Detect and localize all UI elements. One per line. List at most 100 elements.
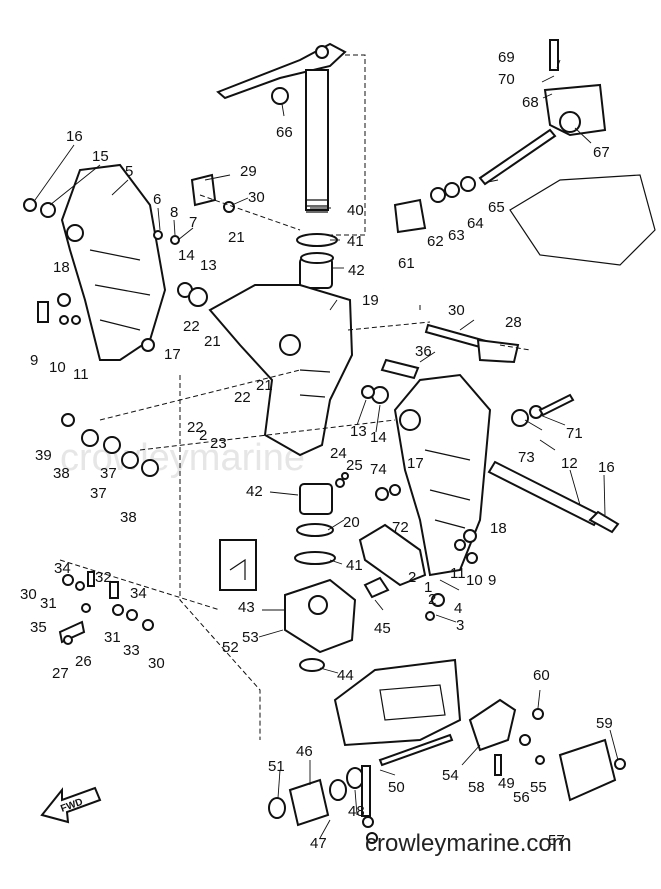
- callout: 72: [392, 519, 409, 536]
- lower-mount-plate: [333, 658, 462, 747]
- callout: 9: [488, 572, 496, 589]
- tilt-lever-parts: [58, 571, 154, 645]
- callout: 50: [388, 779, 405, 796]
- callout: 10: [466, 572, 483, 589]
- callout-labels: 1 2 3 4 5 6 7 8 9 10 11 12 13 14 15 16 1…: [20, 49, 613, 852]
- callout: 3: [456, 617, 464, 634]
- callout: 74: [370, 461, 387, 478]
- trim-rod: [424, 323, 520, 364]
- callout: 21: [256, 377, 273, 394]
- callout: 69: [498, 49, 515, 66]
- callout: 54: [442, 767, 459, 784]
- callout: 44: [337, 667, 354, 684]
- fwd-arrow: FWD: [40, 786, 102, 824]
- callout: 37: [100, 465, 117, 482]
- callout: 30: [248, 189, 265, 206]
- callout: 63: [448, 227, 465, 244]
- callout-labels-repeat: 2 13 14 16 17 18 9 10 11 21 21 22 22 2 3…: [100, 189, 615, 672]
- steering-arm-assembly: [216, 42, 347, 213]
- callout: 43: [238, 599, 255, 616]
- clamp-bracket-right: [393, 373, 492, 577]
- callout: 22: [183, 318, 200, 335]
- callout: 17: [164, 346, 181, 363]
- callout: 21: [204, 333, 221, 350]
- callout: 68: [522, 94, 539, 111]
- callout: 30: [20, 586, 37, 603]
- callout: 65: [488, 199, 505, 216]
- callout: 9: [30, 352, 38, 369]
- callout: 70: [498, 71, 515, 88]
- left-fasteners: [23, 198, 235, 352]
- callout: 15: [92, 148, 109, 165]
- callout: 16: [598, 459, 615, 476]
- swivel-bracket: [208, 284, 354, 457]
- callout: 26: [75, 653, 92, 670]
- right-fasteners: [335, 385, 575, 621]
- callout: 53: [242, 629, 259, 646]
- callout: 41: [346, 557, 363, 574]
- callout: 52: [222, 639, 239, 656]
- callout: 1: [424, 579, 432, 596]
- callout: 31: [104, 629, 121, 646]
- callout: 6: [153, 191, 161, 208]
- upper-mount-cover: [543, 39, 607, 137]
- callout: 73: [518, 449, 535, 466]
- callout: 27: [52, 665, 69, 682]
- callout: 36: [415, 343, 432, 360]
- assembly-leaders: [59, 54, 531, 740]
- callout: 18: [490, 520, 507, 537]
- callout: 7: [189, 214, 197, 231]
- callout: 67: [593, 144, 610, 161]
- callout: 8: [170, 204, 178, 221]
- callout-leaders: [34, 59, 619, 839]
- callout: 19: [362, 292, 379, 309]
- callout: 11: [73, 366, 89, 383]
- callout: 13: [350, 423, 367, 440]
- left-lower-parts: [61, 413, 159, 477]
- callout: 4: [454, 600, 462, 617]
- callout: 49: [498, 775, 515, 792]
- callout: 40: [347, 202, 364, 219]
- callout: 59: [596, 715, 613, 732]
- detail-inset: [219, 539, 257, 591]
- callout: 21: [228, 229, 245, 246]
- lower-mount-rubber: [268, 733, 454, 844]
- callout: 38: [53, 465, 70, 482]
- callout: 71: [566, 425, 583, 442]
- callout: 30: [448, 302, 465, 319]
- callout: 57: [548, 832, 565, 849]
- tilt-stop-bracket: [358, 523, 427, 599]
- callout: 22: [187, 419, 204, 436]
- pin: [380, 358, 420, 380]
- callout: 60: [533, 667, 550, 684]
- callout: 25: [346, 457, 363, 474]
- callout: 34: [54, 560, 71, 577]
- callout: 14: [178, 247, 195, 264]
- callout: 29: [240, 163, 257, 180]
- callout: 38: [120, 509, 137, 526]
- callout: 47: [310, 835, 327, 852]
- callout: 61: [398, 255, 415, 272]
- shaft-bushings: [294, 233, 338, 565]
- callout: 35: [30, 619, 47, 636]
- callout: 58: [468, 779, 485, 796]
- callout: 33: [123, 642, 140, 659]
- callout: 14: [370, 429, 387, 446]
- lower-mount-housing: [284, 578, 357, 672]
- callout: 48: [348, 803, 365, 820]
- callout: 10: [49, 359, 66, 376]
- watermark: crowleymarine: [60, 437, 305, 479]
- upper-mount: [393, 128, 557, 234]
- callout: 2: [408, 569, 416, 586]
- callout: 34: [130, 585, 147, 602]
- callout: 55: [530, 779, 547, 796]
- callout: 42: [246, 483, 263, 500]
- callout: 45: [374, 620, 391, 637]
- callout: 18: [53, 259, 70, 276]
- lower-right-mount: [468, 698, 626, 802]
- callout: 23: [210, 435, 227, 452]
- callout: 66: [276, 124, 293, 141]
- callout: 28: [505, 314, 522, 331]
- callout: 46: [296, 743, 313, 760]
